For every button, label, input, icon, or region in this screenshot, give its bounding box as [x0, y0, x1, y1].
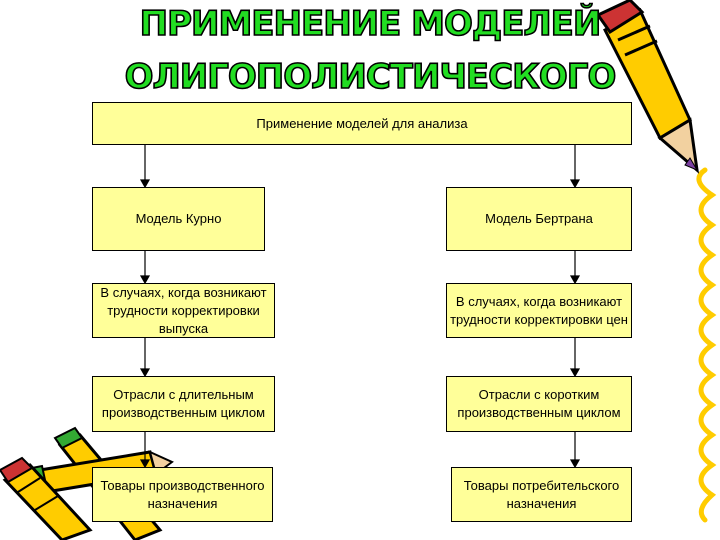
cournot-condition-box: В случаях, когда возникают трудности кор… — [92, 283, 275, 338]
page-title-line-2: ОЛИГОПОЛИСТИЧЕСКОГО — [124, 57, 617, 97]
bertrand-goods-box: Товары потребительского назначения — [451, 467, 632, 522]
bertrand-industry-box: Отрасли с коротким производственным цикл… — [446, 376, 632, 432]
root-box: Применение моделей для анализа — [92, 102, 632, 145]
connector-arrows — [139, 145, 581, 469]
bertrand-condition-box: В случаях, когда возникают трудности кор… — [446, 283, 632, 338]
cournot-model-box: Модель Курно — [92, 187, 265, 251]
cournot-goods-box: Товары производственного назначения — [92, 467, 273, 522]
page-title-line-1: ПРИМЕНЕНИЕ МОДЕЛЕЙ — [139, 4, 602, 44]
bertrand-model-box: Модель Бертрана — [446, 187, 632, 251]
cournot-industry-box: Отрасли с длительным производственным ци… — [92, 376, 275, 432]
pencil-icon — [595, 0, 700, 174]
squiggle-line-icon — [696, 167, 717, 523]
